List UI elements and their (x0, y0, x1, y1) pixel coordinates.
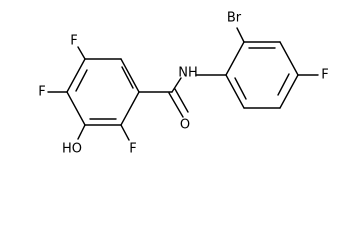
bond (225, 41, 245, 76)
double-bond-inner-line (234, 77, 247, 100)
bond (279, 41, 299, 76)
double-bond-inner-line (121, 66, 134, 89)
right-benzene-ring (225, 41, 299, 109)
bond (66, 91, 86, 126)
atom-label-hydroxyl: HO (62, 142, 82, 157)
double-bond-inner-line (277, 73, 290, 96)
bond (66, 58, 86, 93)
bond-to-hydroxyl (77, 124, 86, 140)
atom-label-oxygen: O (180, 118, 190, 133)
bond (120, 58, 140, 93)
bond (225, 74, 245, 109)
bond (279, 74, 299, 109)
atom-label-bromine: Br (227, 11, 242, 26)
bond (120, 91, 140, 126)
carbonyl-double-bond (168, 92, 184, 118)
atom-label-nitrogen-hydrogen: NH (178, 66, 198, 81)
bond-to-top-fluorine (77, 46, 86, 60)
carbonyl-double-bond (174, 88, 189, 113)
chemical-structure-diagram: F F HO F O NH Br F (38, 11, 328, 157)
atom-label-fluorine-bottom: F (129, 142, 136, 157)
bond-to-bromine (236, 27, 245, 43)
bond-to-bottom-fluorine (120, 124, 130, 141)
bond-carbonyl-to-nitrogen (171, 77, 182, 93)
double-bond-inner-line (75, 69, 88, 92)
atom-label-fluorine-left: F (38, 85, 45, 100)
atom-label-fluorine-right: F (321, 68, 328, 83)
left-benzene-ring (66, 58, 140, 126)
atom-label-fluorine-top: F (70, 34, 77, 49)
